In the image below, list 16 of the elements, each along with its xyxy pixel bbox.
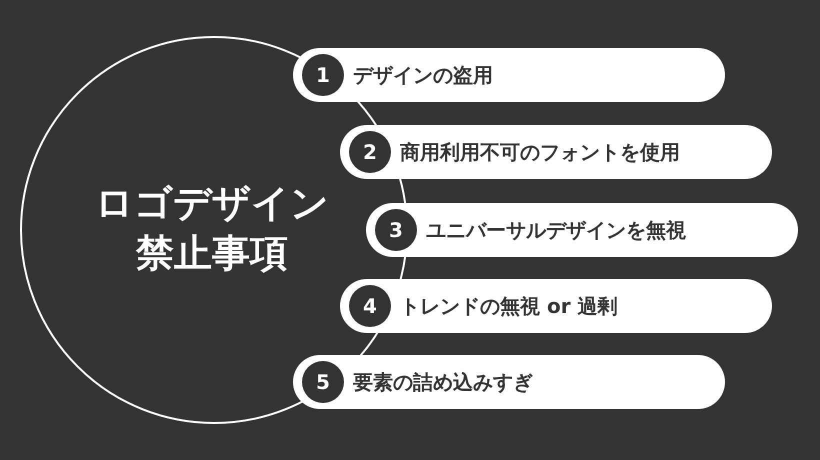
item-text: 要素の詰め込みすぎ — [353, 369, 533, 396]
item-text: トレンドの無視 or 過剰 — [400, 293, 618, 320]
item-text: ユニバーサルデザインを無視 — [426, 217, 686, 244]
item-text: 商用利用不可のフォントを使用 — [400, 139, 680, 166]
number-badge: 2 — [349, 131, 391, 173]
number-badge: 3 — [375, 209, 417, 251]
item-pill — [293, 355, 725, 409]
number-badge: 4 — [349, 285, 391, 327]
item-pill — [366, 203, 798, 257]
item-pill — [340, 125, 772, 179]
item-pill — [340, 279, 772, 333]
number-badge: 1 — [302, 54, 344, 96]
title-text: ロゴデザイン禁止事項 — [94, 180, 330, 277]
item-pill — [293, 48, 725, 102]
item-text: デザインの盗用 — [353, 62, 493, 89]
number-badge: 5 — [302, 361, 344, 403]
